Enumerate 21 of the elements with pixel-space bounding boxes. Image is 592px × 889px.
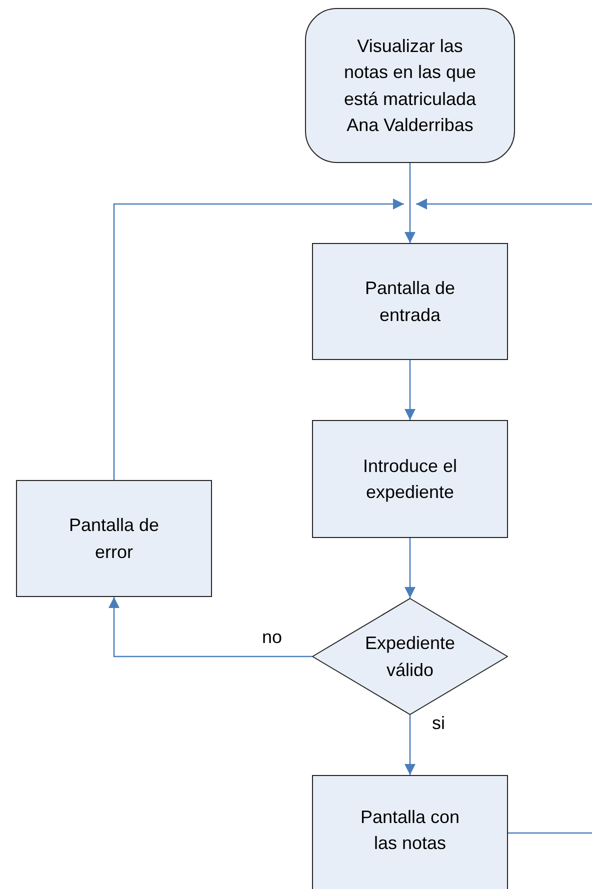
edge-label: si — [432, 714, 445, 732]
connector-arrow — [113, 198, 404, 480]
node-text: Visualizar las notas en las que está matriculada Ana Valderribas — [342, 35, 478, 137]
process-box — [312, 775, 508, 889]
process-box — [312, 243, 508, 360]
connector-arrow — [416, 198, 592, 834]
node-text: Pantalla de error — [68, 514, 160, 564]
node-text: Introduce el expediente — [362, 454, 458, 504]
node-text: Expediente válido — [364, 632, 456, 682]
decision-diamond — [312, 598, 508, 715]
process-box — [16, 480, 212, 597]
connector-arrow — [404, 715, 416, 775]
connector-arrow — [108, 597, 312, 658]
connector-arrow — [404, 163, 416, 243]
node-text: Pantalla con las notas — [359, 806, 461, 856]
connector-arrow — [404, 360, 416, 420]
edge-label: no — [262, 628, 282, 646]
node-text: Pantalla de entrada — [364, 277, 456, 326]
connector-arrow — [404, 538, 416, 598]
start-box — [305, 8, 515, 163]
process-box — [312, 420, 508, 538]
